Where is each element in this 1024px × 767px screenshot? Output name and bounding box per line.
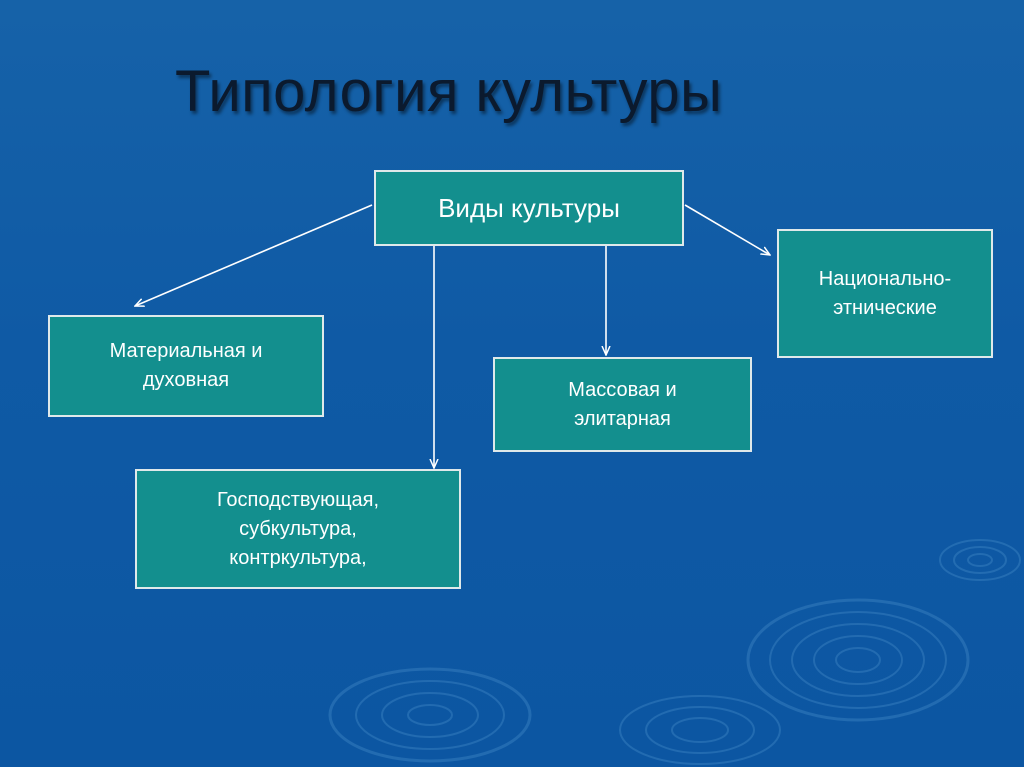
- node-dominant: Господствующая, субкультура, контркульту…: [135, 469, 461, 589]
- ripple-bottom-right: [619, 695, 781, 765]
- ripple-bottom-middle: [328, 667, 532, 763]
- node-material: Материальная и духовная: [48, 315, 324, 417]
- node-national: Национально- этнические: [777, 229, 993, 358]
- root-node-culture-types: Виды культуры: [374, 170, 684, 246]
- node-national-label: Национально- этнические: [818, 267, 952, 319]
- ripple-large-right: [746, 598, 970, 722]
- ripple-small-right: [939, 539, 1021, 581]
- node-mass: Массовая и элитарная: [493, 357, 752, 452]
- root-node-label: Виды культуры: [438, 192, 620, 223]
- node-dominant-label: Господствующая, субкультура, контркульту…: [216, 488, 380, 569]
- slide-title: Типология культуры: [175, 59, 723, 124]
- node-mass-label: Массовая и элитарная: [568, 378, 677, 430]
- node-material-label: Материальная и духовная: [109, 340, 263, 391]
